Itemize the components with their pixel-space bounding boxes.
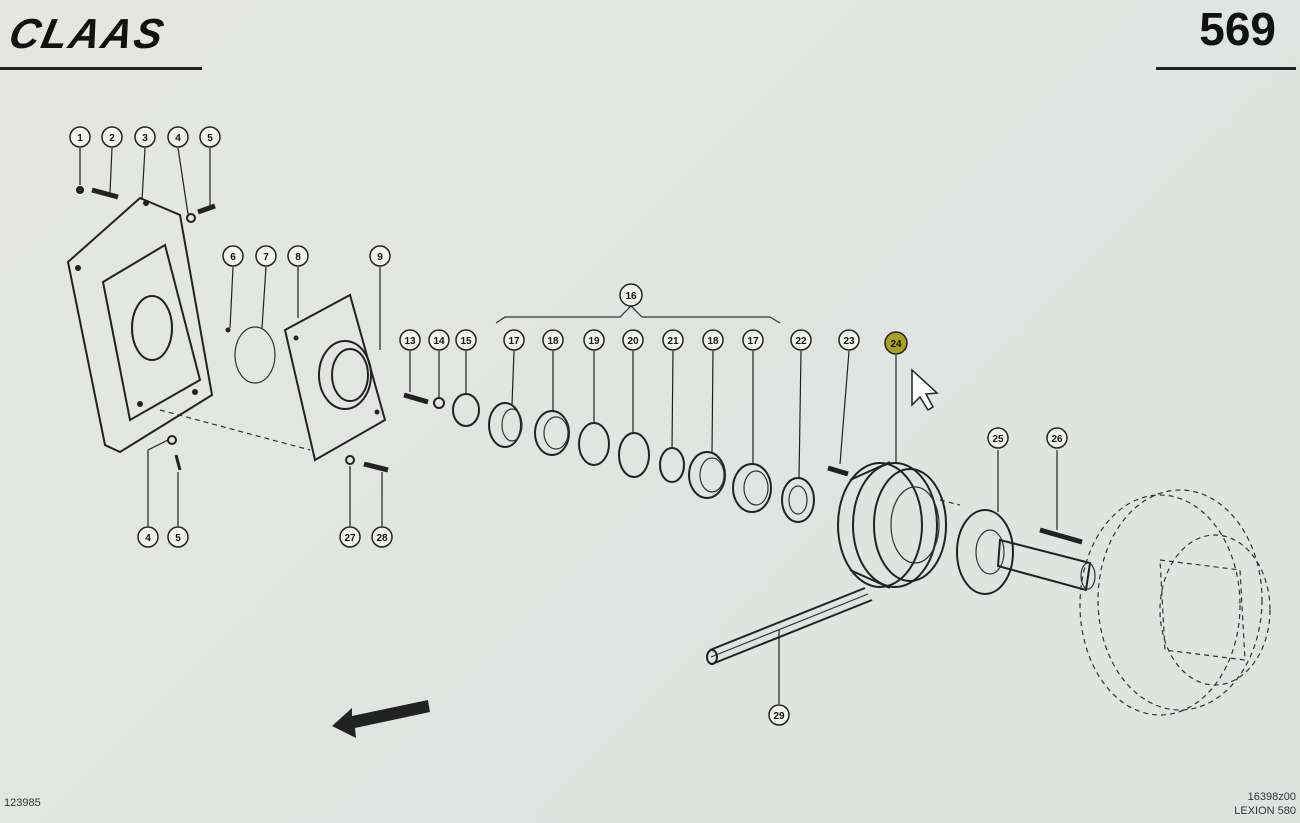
bearing-housing bbox=[283, 293, 387, 462]
callout-label: 18 bbox=[707, 336, 719, 347]
callout: 27 bbox=[339, 455, 361, 548]
callout-label: 7 bbox=[263, 252, 269, 263]
washer bbox=[186, 213, 196, 223]
callout: 29 bbox=[768, 630, 790, 726]
gasket bbox=[234, 326, 276, 384]
callout-label: 2 bbox=[109, 133, 115, 144]
callout-label: 27 bbox=[344, 533, 356, 544]
callout: 18 bbox=[702, 329, 724, 454]
callout: 16 bbox=[619, 283, 643, 307]
model-name: LEXION 580 bbox=[1234, 805, 1296, 817]
washer bbox=[167, 435, 177, 445]
page-number: 569 bbox=[1199, 3, 1276, 55]
footer-codes: 16398z00 LEXION 580 bbox=[1234, 790, 1296, 818]
callout: 17 bbox=[503, 329, 525, 406]
callout: 8 bbox=[287, 245, 309, 318]
callout-label: 21 bbox=[667, 336, 679, 347]
callout-label: 9 bbox=[377, 252, 383, 263]
callout: 21 bbox=[662, 329, 684, 450]
callout-label: 26 bbox=[1051, 434, 1063, 445]
direction-arrow bbox=[332, 700, 430, 738]
callout-layer: 1 2 3 4 5 6 7 8 9 13 14 15 16 17 18 19 2… bbox=[69, 126, 1068, 726]
callout-label: 5 bbox=[175, 533, 181, 544]
group-bracket bbox=[495, 305, 781, 324]
nut bbox=[76, 186, 84, 194]
pulley bbox=[837, 461, 947, 589]
callout: 9 bbox=[369, 245, 391, 350]
callout: 4 bbox=[167, 126, 189, 215]
callout: 6 bbox=[222, 245, 244, 329]
callout-label: 1 bbox=[77, 133, 83, 144]
callout-label: 28 bbox=[376, 533, 388, 544]
callout-label: 3 bbox=[142, 133, 148, 144]
callout: 26 bbox=[1046, 427, 1068, 530]
callout-label: 20 bbox=[627, 336, 639, 347]
callout-label-highlighted: 24 bbox=[890, 339, 902, 350]
callout-label: 14 bbox=[433, 336, 445, 347]
callout-label: 4 bbox=[145, 533, 151, 544]
axis-line bbox=[159, 409, 311, 451]
callout-label: 8 bbox=[295, 252, 301, 263]
callout-label: 23 bbox=[843, 336, 855, 347]
callout: 2 bbox=[101, 126, 123, 194]
mounting-plate bbox=[66, 196, 214, 454]
callout-label: 13 bbox=[404, 336, 416, 347]
callout-label: 5 bbox=[207, 133, 213, 144]
callout-label: 19 bbox=[588, 336, 600, 347]
bearing-set bbox=[488, 402, 815, 523]
callout: 22 bbox=[790, 329, 812, 480]
callout: 3 bbox=[134, 126, 156, 201]
callout: 13 bbox=[399, 329, 421, 392]
callout[interactable]: 24 bbox=[884, 331, 908, 462]
key bbox=[1039, 527, 1083, 545]
bolt bbox=[827, 465, 849, 477]
bolt bbox=[174, 454, 182, 471]
spacer bbox=[452, 393, 480, 427]
page-number-underline bbox=[1156, 67, 1296, 70]
bolt bbox=[403, 392, 429, 405]
callout-label: 4 bbox=[175, 133, 181, 144]
callout-label: 17 bbox=[747, 336, 759, 347]
callout: 28 bbox=[363, 461, 393, 548]
callout-label: 18 bbox=[547, 336, 559, 347]
callout: 7 bbox=[255, 245, 277, 329]
callout-label: 16 bbox=[625, 291, 637, 302]
callout: 19 bbox=[583, 329, 605, 424]
callout: 20 bbox=[622, 329, 644, 434]
figure-code: 16398z00 bbox=[1247, 791, 1296, 803]
callout: 5 bbox=[167, 472, 189, 548]
rotor-drum bbox=[1079, 489, 1271, 716]
hub-shaft bbox=[956, 509, 1096, 595]
callout: 1 bbox=[69, 126, 91, 185]
callout-label: 25 bbox=[992, 434, 1004, 445]
callout: 18 bbox=[542, 329, 564, 412]
callout-label: 22 bbox=[795, 336, 807, 347]
callout: 14 bbox=[428, 329, 450, 398]
callout-label: 6 bbox=[230, 252, 236, 263]
callout: 17 bbox=[742, 329, 764, 465]
bolt bbox=[197, 203, 216, 215]
callout-label: 29 bbox=[773, 711, 785, 722]
washer bbox=[433, 397, 445, 409]
pin bbox=[225, 327, 231, 333]
drive-belt bbox=[706, 587, 873, 665]
callout: 23 bbox=[838, 329, 860, 465]
callout: 15 bbox=[455, 329, 477, 394]
drawing-number: 123985 bbox=[4, 797, 41, 809]
callout: 4 bbox=[137, 439, 169, 548]
callout: 25 bbox=[987, 427, 1009, 512]
brand-underline bbox=[0, 67, 202, 70]
callout: 5 bbox=[199, 126, 221, 205]
bolt bbox=[91, 187, 119, 200]
mouse-cursor-icon bbox=[911, 368, 939, 412]
callout-label: 17 bbox=[508, 336, 520, 347]
callout-label: 15 bbox=[460, 336, 472, 347]
